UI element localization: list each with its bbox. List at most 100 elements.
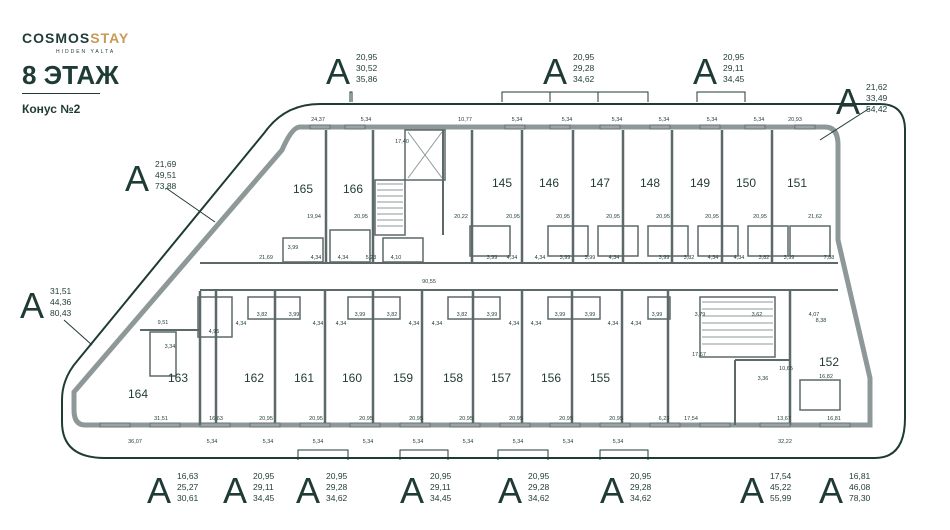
- window-sill: [549, 124, 571, 130]
- bracket: [297, 449, 349, 460]
- apartment-number: 145: [492, 176, 512, 190]
- type-area-value: 29,11: [430, 482, 451, 492]
- window-sill: [449, 422, 481, 428]
- area-label: 3,82: [457, 312, 468, 318]
- type-area-value: 29,11: [723, 63, 744, 73]
- area-label: 20,95: [606, 214, 620, 220]
- brand-word-cosmos: COSMOS: [22, 30, 91, 46]
- type-letter: A: [498, 470, 522, 511]
- apartment-number: 161: [294, 371, 314, 385]
- area-label: 6,23: [659, 416, 670, 422]
- area-label: 3,99: [555, 312, 566, 318]
- room-box: [149, 331, 177, 377]
- room-box: [547, 296, 601, 320]
- area-label: 17,40: [395, 139, 409, 145]
- room-box: [282, 237, 324, 263]
- room-box: [699, 296, 776, 358]
- window-sill: [599, 124, 621, 130]
- area-label: 5,34: [413, 439, 424, 445]
- area-label: 9,51: [158, 320, 169, 326]
- apartment-number: 147: [590, 176, 610, 190]
- room-box: [789, 225, 831, 257]
- type-area-value: 29,28: [528, 482, 550, 492]
- area-label: 4,34: [609, 255, 620, 261]
- window-sill: [399, 422, 431, 428]
- window-sill: [549, 422, 581, 428]
- apartment-number: 163: [168, 371, 188, 385]
- leader-line: [819, 107, 871, 141]
- type-letter: A: [125, 158, 149, 199]
- area-label: 20,95: [309, 416, 323, 422]
- area-label: 4,34: [507, 255, 518, 261]
- area-label: 3,82: [257, 312, 268, 318]
- area-label: 4,07: [809, 312, 820, 318]
- type-letter: A: [600, 470, 624, 511]
- type-letter: A: [693, 51, 717, 92]
- area-label: 5,34: [513, 439, 524, 445]
- area-label: 5,34: [363, 439, 374, 445]
- window-sill: [744, 124, 766, 130]
- area-label: 20,95: [506, 214, 520, 220]
- type-area-value: 21,69: [155, 159, 177, 169]
- window-sill: [299, 422, 331, 428]
- room-box: [697, 225, 739, 257]
- type-area-value: 25,27: [177, 482, 199, 492]
- type-area-value: 20,95: [573, 52, 595, 62]
- area-label: 3,99: [784, 255, 795, 261]
- cone-label: Конус №2: [22, 102, 81, 116]
- room-box: [647, 296, 671, 320]
- apartment-number: 146: [539, 176, 559, 190]
- area-label: 20,95: [753, 214, 767, 220]
- type-letter: A: [223, 470, 247, 511]
- room-box: [799, 379, 841, 411]
- type-area-value: 29,28: [326, 482, 348, 492]
- type-area-value: 29,28: [573, 63, 595, 73]
- area-label: 3,99: [585, 255, 596, 261]
- area-label: 17,54: [684, 416, 698, 422]
- type-area-value: 80,43: [50, 308, 72, 318]
- leader-line: [63, 319, 93, 346]
- area-label: 3,99: [560, 255, 571, 261]
- area-label: 5,34: [512, 117, 523, 123]
- apartment-number: 148: [640, 176, 660, 190]
- bracket: [349, 91, 353, 102]
- area-label: 3,99: [487, 255, 498, 261]
- type-area-value: 20,95: [253, 471, 275, 481]
- area-label: 21,62: [808, 214, 822, 220]
- room-box: [647, 225, 689, 257]
- apartment-number: 155: [590, 371, 610, 385]
- area-label: 32,22: [778, 439, 792, 445]
- area-label: 20,95: [656, 214, 670, 220]
- area-label: 3,99: [487, 312, 498, 318]
- area-label: 5,34: [612, 117, 623, 123]
- room-box: [447, 296, 501, 320]
- type-area-value: 44,36: [50, 297, 72, 307]
- type-area-value: 78,30: [849, 493, 871, 503]
- area-label: 31,51: [154, 416, 168, 422]
- type-area-value: 29,28: [630, 482, 652, 492]
- type-letter: A: [836, 81, 860, 122]
- area-label: 4,34: [608, 321, 619, 327]
- area-label: 4,34: [535, 255, 546, 261]
- type-letter: A: [740, 470, 764, 511]
- apartment-number: 164: [128, 387, 148, 401]
- bracket: [549, 91, 599, 102]
- type-area-value: 31,51: [50, 286, 72, 296]
- area-label: 4,34: [311, 255, 322, 261]
- window-sill: [504, 124, 526, 130]
- type-letter: A: [819, 470, 843, 511]
- window-sill: [599, 422, 631, 428]
- area-label: 3,99: [585, 312, 596, 318]
- apartment-number: 158: [443, 371, 463, 385]
- title-divider: [22, 93, 100, 94]
- type-letter: A: [20, 285, 44, 326]
- type-area-value: 20,95: [356, 52, 378, 62]
- type-area-value: 34,45: [430, 493, 452, 503]
- area-label: 5,34: [613, 439, 624, 445]
